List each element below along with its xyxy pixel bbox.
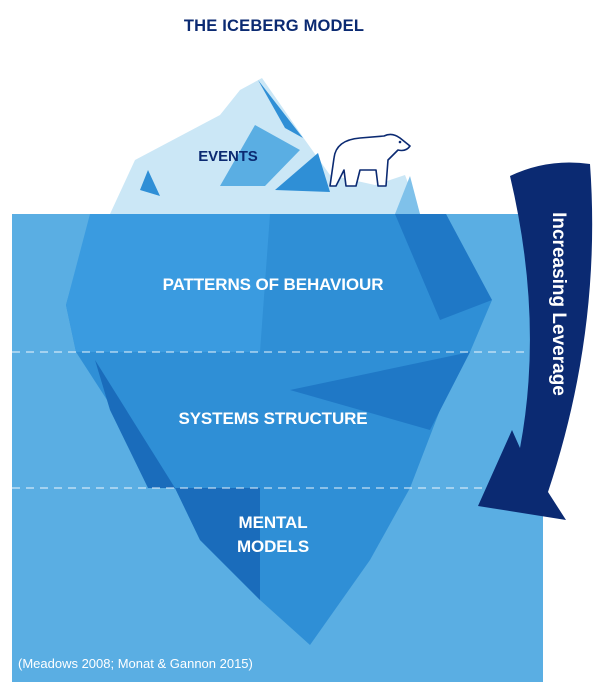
events-label: EVENTS [198, 148, 258, 165]
systems-structure-label: SYSTEMS STRUCTURE [178, 409, 368, 428]
iceberg-structure-facet-right [290, 352, 470, 430]
iceberg-tip-facet-right [275, 153, 330, 192]
iceberg-tip-facet-left [140, 170, 160, 196]
iceberg-tip-facet-top [258, 80, 303, 138]
increasing-leverage-label: Increasing Leverage [548, 212, 569, 396]
iceberg-patterns-facet [66, 214, 270, 352]
patterns-of-behaviour-label: PATTERNS OF BEHAVIOUR [162, 275, 384, 294]
mental-models-line-2: MODELS [236, 537, 310, 556]
mental-models-label: MENTAL MODELS [178, 511, 368, 559]
iceberg-patterns-facet-right [395, 214, 492, 320]
iceberg-tip-facet-far-right [395, 176, 420, 214]
iceberg-tip-facet-center [220, 125, 300, 186]
iceberg-mental-facet [175, 488, 260, 600]
page-title: THE ICEBERG MODEL [183, 17, 365, 35]
iceberg-structure-facet [95, 360, 175, 488]
curved-arrow-icon [478, 162, 593, 520]
mental-models-line-1: MENTAL [238, 513, 308, 532]
polar-bear-icon [329, 133, 411, 187]
citation: (Meadows 2008; Monat & Gannon 2015) [18, 656, 253, 671]
